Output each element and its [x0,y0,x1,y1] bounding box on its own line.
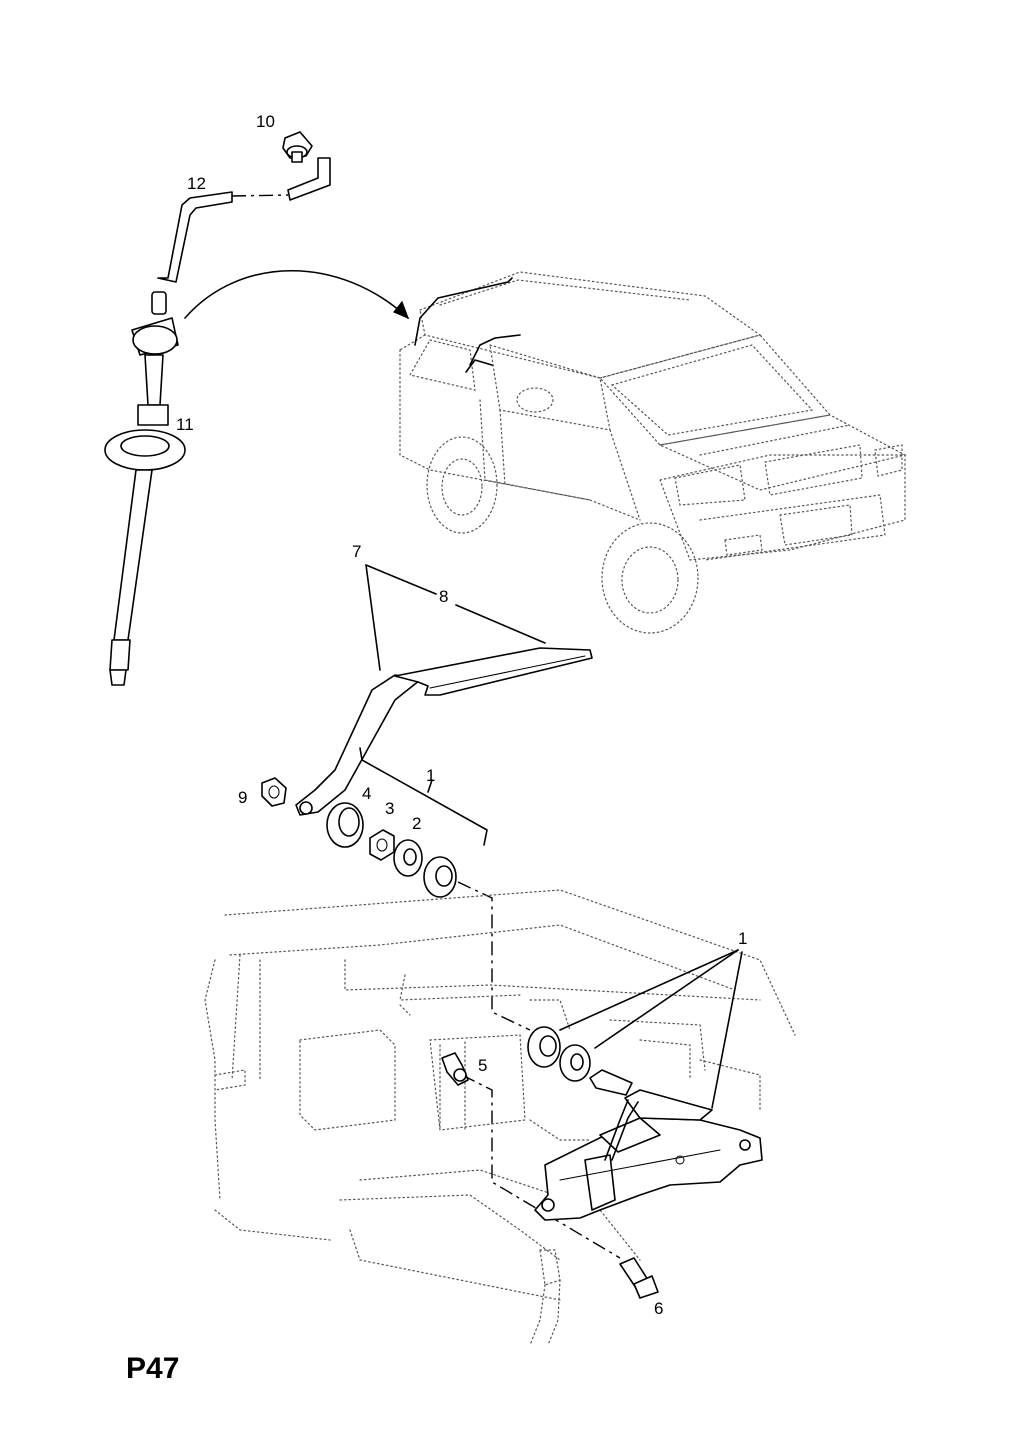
callout-12: 12 [187,174,206,193]
callout-2: 2 [412,814,421,833]
part-1-leader-lines [559,949,743,1109]
callout-7: 7 [352,542,361,561]
callout-3: 3 [385,799,394,818]
wiper-motor-assembly [534,1069,763,1221]
callout-labels: 10 12 11 7 8 1 4 3 2 9 1 5 6 [176,112,747,1318]
part-9-nut-cap [261,777,287,807]
callout-5: 5 [478,1056,487,1075]
part-4-cap [326,802,364,848]
part-7-wiper-arm [295,674,421,816]
part-5-stud [441,1052,469,1086]
callout-8: 8 [439,587,448,606]
part-7-8-leader-lines [365,564,546,671]
callout-6: 6 [654,1299,663,1318]
part-1-grommet-and-washer [527,1026,591,1082]
part-12-washer-hose [157,157,331,283]
callout-1-motor: 1 [738,929,747,948]
part-3-nut [369,829,395,861]
callout-11: 11 [176,415,194,434]
part-1-bushing [423,856,457,898]
page-code: P47 [126,1352,179,1385]
location-arrow [184,270,410,320]
tailgate-panel-illustration [204,889,796,1346]
callout-9: 9 [238,788,247,807]
part-8-wiper-blade [394,647,593,696]
part-1-group-bracket [359,747,488,846]
part-2-washer [393,839,423,877]
callout-1: 1 [426,766,435,785]
part-11-washer-nozzle [104,291,186,686]
callout-10: 10 [256,112,275,131]
callout-4: 4 [362,784,371,803]
part-10-connector [282,131,313,163]
vehicle-illustration [399,271,907,634]
part-6-bolt [619,1257,659,1299]
